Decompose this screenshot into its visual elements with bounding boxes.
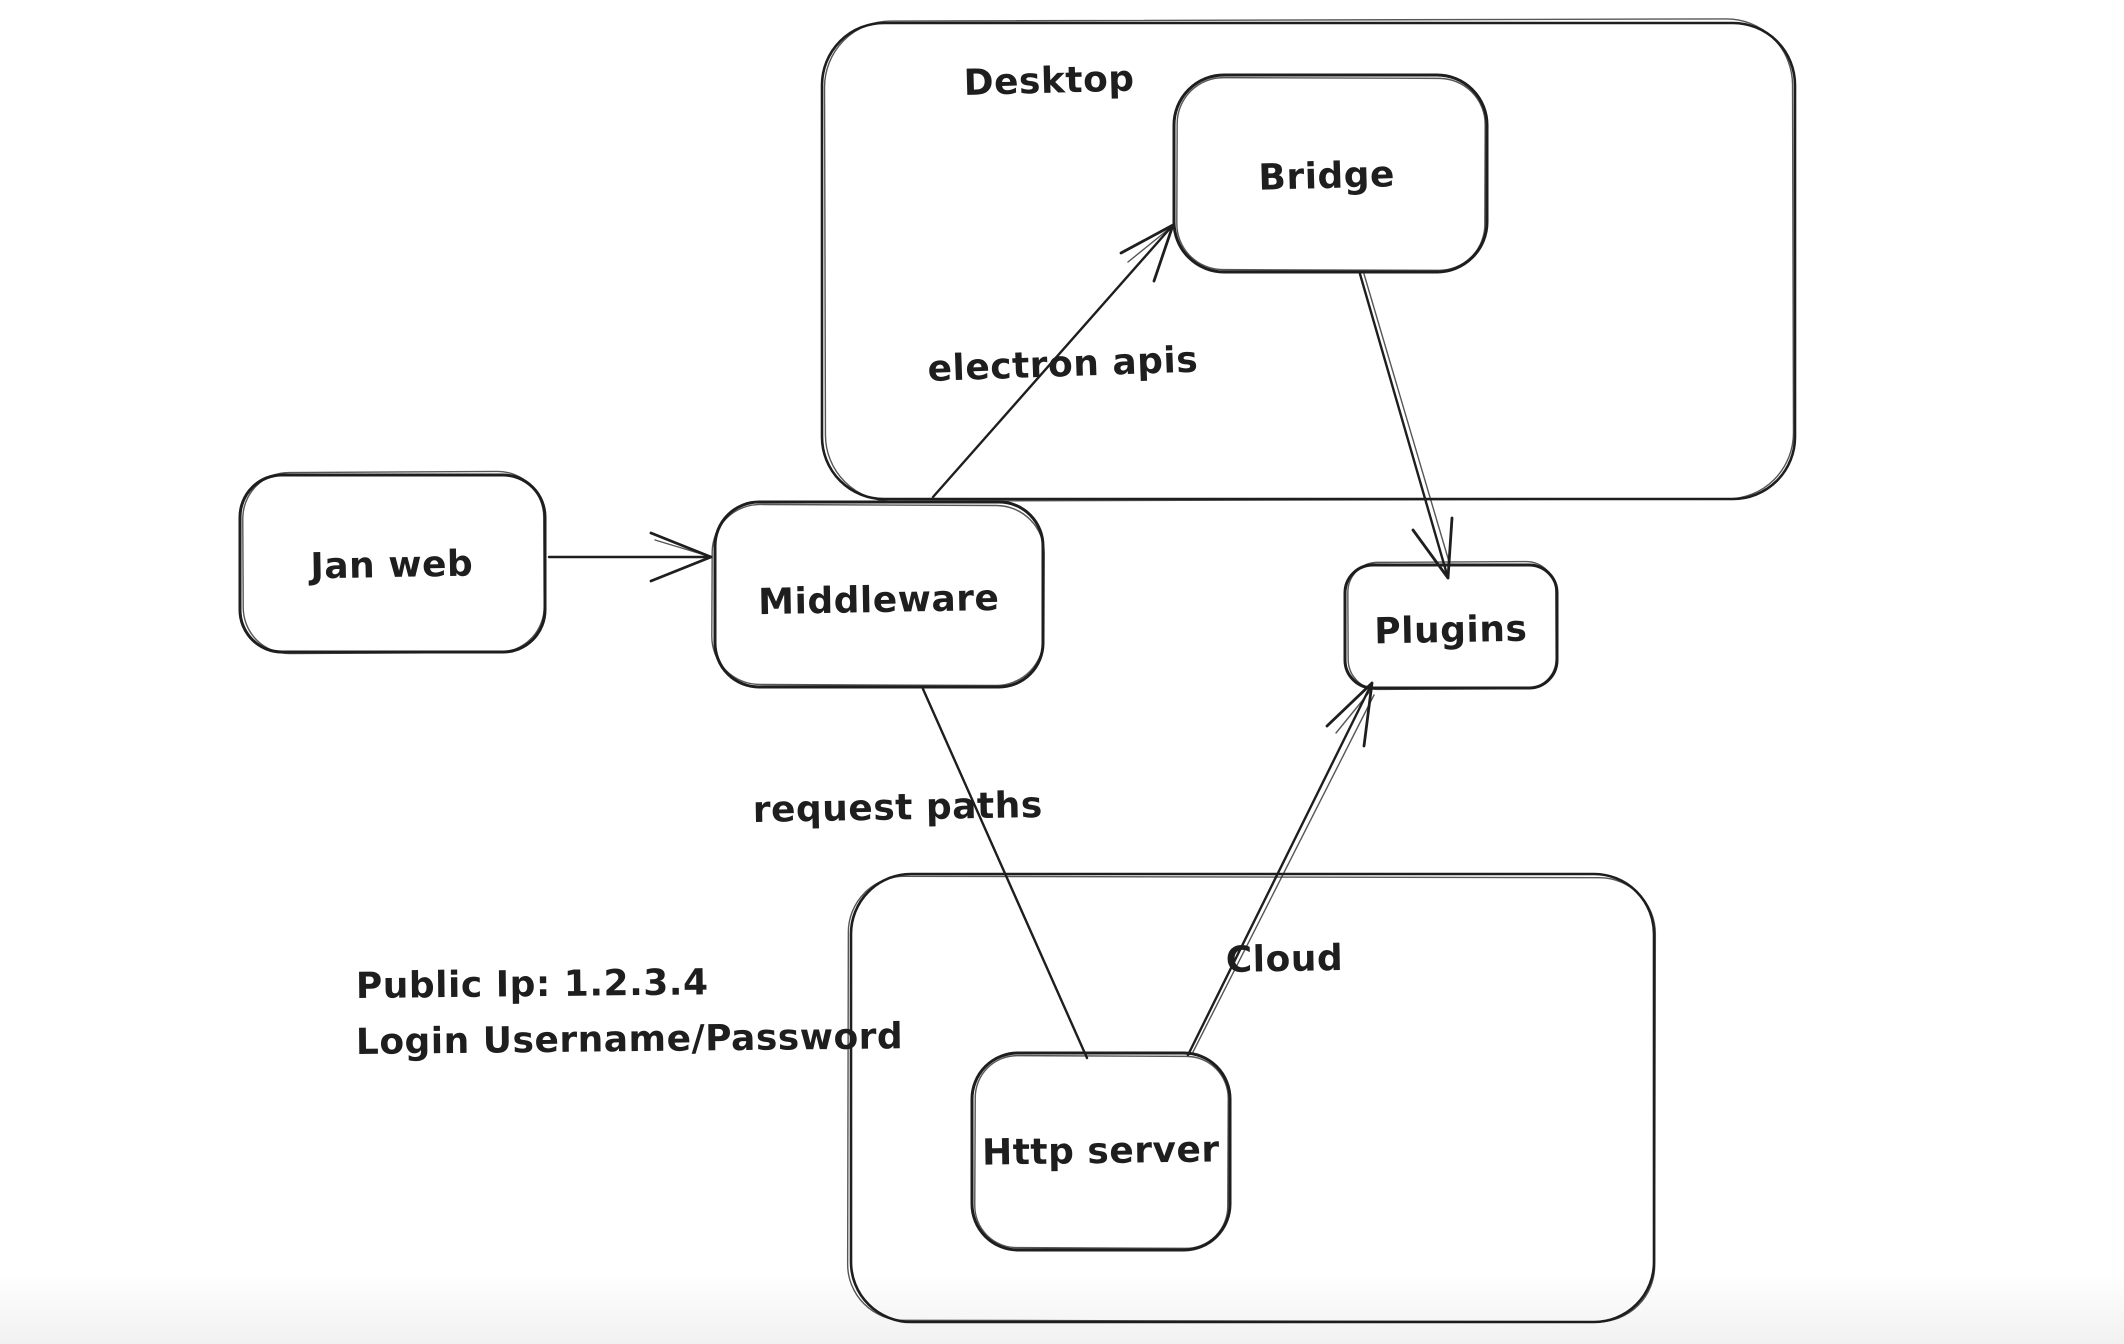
annotation-public-ip[interactable]: Public Ip: 1.2.3.4 [356, 962, 709, 1007]
jan-web-box[interactable] [238, 473, 547, 654]
node-bridge[interactable]: Bridge [1172, 73, 1489, 274]
edge-label-electron-apis[interactable]: electron apis [927, 340, 1199, 390]
plugins-box-sketch-stroke [1347, 560, 1557, 691]
annotation-login[interactable]: Login Username/Password [356, 1016, 904, 1063]
http-server-label[interactable]: Http server [982, 1129, 1220, 1173]
middleware-to-bridge-arrowhead-sketch [1127, 227, 1171, 263]
node-http-server[interactable]: Http server [970, 1051, 1232, 1252]
desktop-container-box-sketch-stroke [823, 18, 1795, 502]
node-jan-web[interactable]: Jan web [238, 470, 547, 655]
jan-web-label[interactable]: Jan web [307, 544, 473, 588]
bridge-to-plugins-line-sketch [1363, 273, 1451, 566]
http-server-to-plugins-line[interactable] [1186, 681, 1374, 1057]
middleware-box[interactable] [713, 500, 1045, 689]
http-server-to-plugins-line-sketch [1192, 694, 1375, 1053]
edge-jan-web-to-middleware[interactable] [547, 531, 713, 583]
bridge-label[interactable]: Bridge [1258, 154, 1396, 199]
container-cloud[interactable]: Cloud [846, 872, 1657, 1324]
desktop-container-box[interactable] [820, 21, 1797, 501]
http-server-box[interactable] [970, 1051, 1232, 1252]
annotation-credentials[interactable]: Public Ip: 1.2.3.4 Login Username/Passwo… [356, 962, 904, 1063]
jan-web-to-middleware-arrowhead-icon [649, 531, 713, 583]
cloud-container-box[interactable] [849, 872, 1656, 1324]
plugins-box[interactable] [1343, 563, 1559, 690]
jan-web-box-sketch-stroke [242, 470, 545, 655]
http-server-to-plugins-arrowhead-icon [1325, 681, 1374, 748]
plugins-label[interactable]: Plugins [1374, 609, 1528, 653]
middleware-to-bridge-line[interactable] [931, 223, 1175, 499]
bridge-to-plugins-arrowhead-icon [1411, 516, 1454, 580]
cloud-container-label[interactable]: Cloud [1225, 938, 1343, 981]
edge-middleware-to-bridge[interactable]: electron apis [927, 223, 1199, 499]
middleware-box-sketch-stroke [711, 503, 1045, 687]
desktop-container-label[interactable]: Desktop [963, 59, 1135, 104]
middleware-to-http-server-line[interactable] [921, 687, 1089, 1060]
middleware-label[interactable]: Middleware [758, 578, 1000, 623]
node-plugins[interactable]: Plugins [1343, 560, 1559, 691]
cloud-container-box-sketch-stroke [846, 875, 1657, 1323]
bridge-box[interactable] [1172, 73, 1489, 274]
http-server-to-plugins-arrowhead-sketch [1335, 689, 1372, 734]
jan-web-to-middleware-arrowhead-sketch [654, 539, 709, 557]
edge-bridge-to-plugins[interactable] [1358, 272, 1454, 580]
bridge-box-sketch-stroke [1176, 76, 1486, 272]
edge-middleware-to-http-server[interactable]: request paths [752, 687, 1089, 1060]
node-middleware[interactable]: Middleware [711, 500, 1045, 689]
middleware-to-bridge-arrowhead-icon [1119, 223, 1175, 283]
bridge-to-plugins-line[interactable] [1358, 272, 1450, 580]
edge-label-request-paths[interactable]: request paths [752, 785, 1043, 831]
edge-http-server-to-plugins[interactable] [1186, 681, 1375, 1057]
http-server-box-sketch-stroke [974, 1054, 1229, 1250]
container-desktop[interactable]: Desktop [820, 18, 1797, 502]
